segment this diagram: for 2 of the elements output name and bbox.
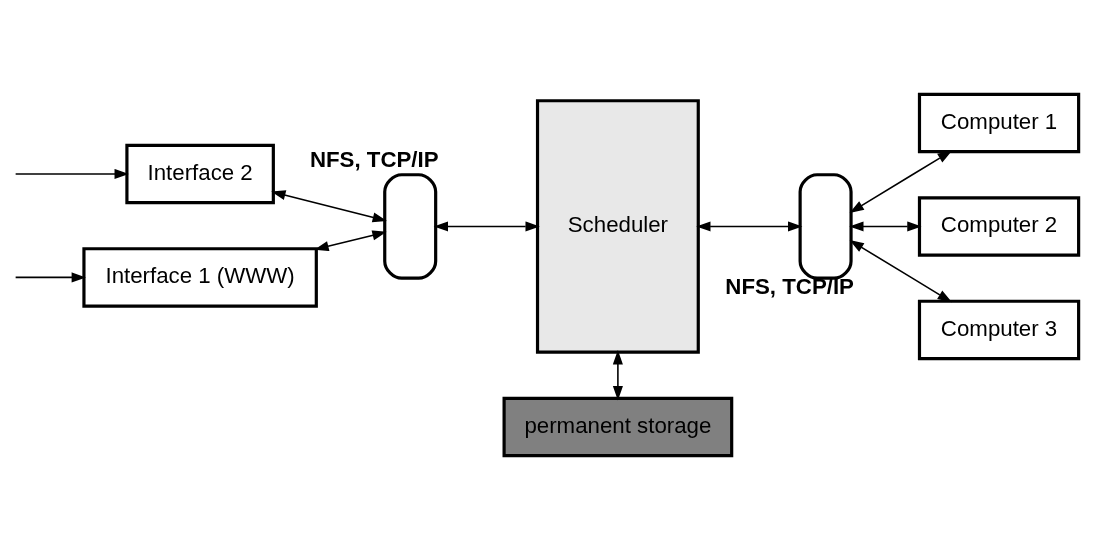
node-label: NFS, TCP/IP [309,146,439,172]
node-label: NFS, TCP/IP [725,273,854,299]
